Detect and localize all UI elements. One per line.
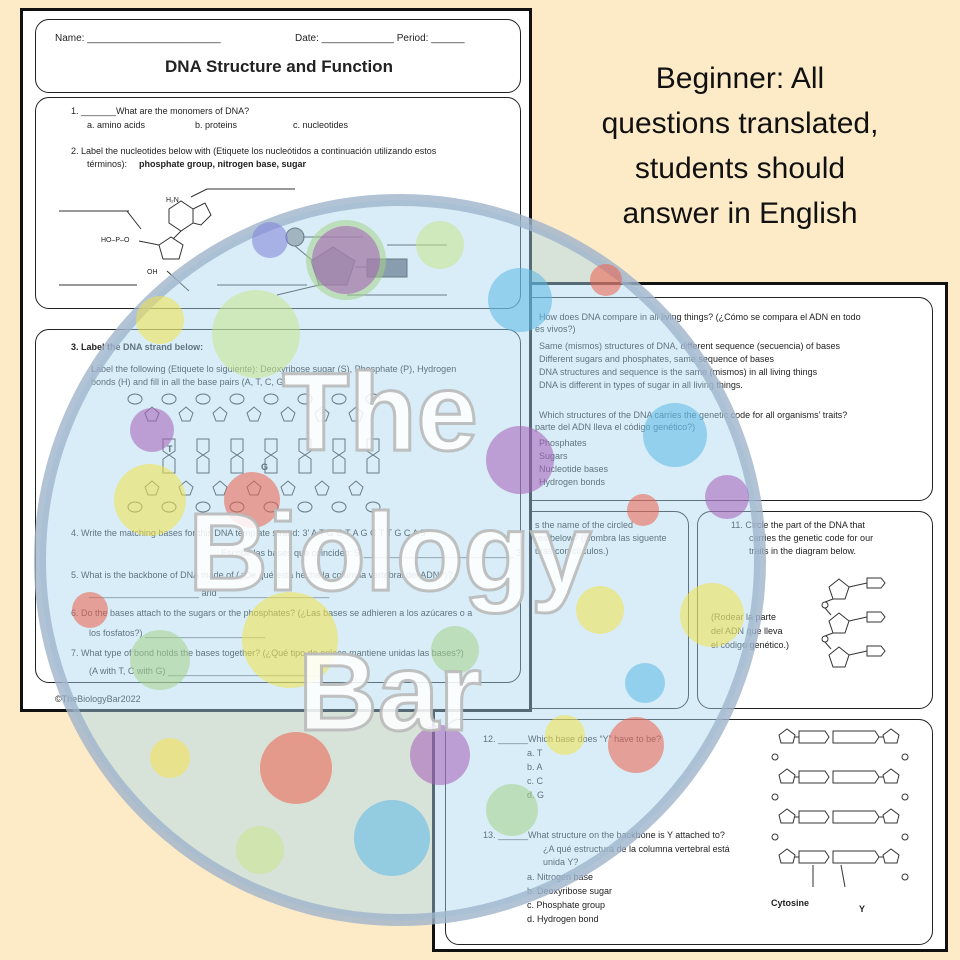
q9-option1: Phosphates (539, 438, 587, 448)
q11-spanish3: el código genético.) (711, 640, 790, 650)
q13-option-c: c. Phosphate group (527, 900, 606, 910)
q9-option4: Hydrogen bonds (539, 477, 606, 487)
q3-dna-strand-diagram (127, 393, 381, 513)
q13-line2: ¿A qué estructura de la columna vertebra… (543, 844, 730, 854)
q13-y-label: Y (859, 904, 866, 914)
q2-line1: 2. Label the nucleotides below with (Eti… (71, 146, 437, 156)
name-label: Name: ________________________ (55, 33, 221, 44)
q7-line1: 7. What type of bond holds the bases tog… (71, 648, 464, 658)
q13-dna-diagram (771, 728, 909, 888)
q12-line1: 12. ______Which base does “Y” have to be… (483, 734, 662, 744)
q12-option-b: b. A (527, 762, 543, 772)
q3-line2: Label the following (Etiquete lo siguien… (91, 364, 457, 374)
q10-line1: s the name of the circled (535, 520, 634, 530)
q11-line2: carries the genetic code for our (749, 533, 874, 543)
q5-line2: ______________________ and _____________… (89, 588, 330, 598)
date-period-label: Date: _____________ Period: ______ (295, 33, 465, 44)
q1-question: 1. _______What are the monomers of DNA? (71, 106, 250, 116)
q1-option-a: a. amino acids (87, 120, 146, 130)
copyright-footer: ©TheBiologyBar2022 (55, 694, 141, 704)
q13-option-b: b. Deoxyribose sugar (527, 886, 613, 896)
q4-line2: Escribe las bases que coinciden: 5’ ____… (221, 548, 524, 558)
q1-option-b: b. proteins (195, 120, 238, 130)
q12-option-a: a. T (527, 748, 543, 758)
q13-option-d: d. Hydrogen bond (527, 914, 599, 924)
q8-option3: DNA structures and sequence is the same … (539, 367, 818, 377)
q4-line1: 4. Write the matching bases for this DNA… (71, 528, 428, 538)
header-box (35, 19, 521, 93)
q3-base-t: T (167, 444, 173, 454)
q11-line3: traits in the diagram below. (749, 546, 857, 556)
q3-line3: bonds (H) and fill in all the base pairs… (91, 377, 289, 387)
q2-nucleotide-diagrams (59, 188, 447, 296)
q11-line1: 11. Circle the part of the DNA that (731, 520, 865, 530)
q11-dna-diagram (821, 577, 886, 668)
q12-option-d: d. G (527, 790, 545, 800)
q9-option2: Sugars (539, 451, 568, 461)
q10-line3: uras con círculos.) (535, 546, 609, 556)
q13-line3: unida Y? (543, 857, 579, 867)
q13-cytosine-label: Cytosine (771, 898, 810, 908)
q8-option4: DNA is different in types of sugar in al… (539, 380, 743, 390)
q2-line2: términos): (87, 159, 128, 169)
promo-line: questions translated, (601, 107, 879, 140)
promo-text: Beginner: All questions translated, stud… (560, 56, 920, 236)
q7-line2: (A with T, C with G) ___________________… (89, 666, 319, 676)
q11-spanish2: del ADN que lleva (711, 626, 783, 636)
q8-option2: Different sugars and phosphates, same se… (539, 354, 774, 364)
q3-base-g: G (261, 462, 269, 472)
q6-line1: 6. Do the bases attach to the sugars or … (71, 608, 473, 618)
promo-line: students should (634, 152, 846, 185)
promo-line: Beginner: All (655, 62, 825, 95)
q5-line1: 5. What is the backbone of DNA made of (… (71, 570, 453, 580)
q13-line1: 13. ______What structure on the backbone… (483, 830, 725, 840)
q1-option-c: c. nucleotides (293, 120, 349, 130)
q13-option-a: a. Nitrogen base (527, 872, 594, 882)
q8-option1: Same (mismos) structures of DNA, differe… (539, 341, 840, 351)
worksheet-title: DNA Structure and Function (165, 57, 393, 76)
q8-line2: es vivos?) (535, 324, 576, 334)
q9-line2: parte del ADN lleva el código genético?) (535, 422, 696, 432)
q6-line2: los fosfatos?) ________________________ (89, 628, 266, 638)
q9-line1: Which structures of the DNA carries the … (539, 410, 848, 420)
q2-terms: phosphate group, nitrogen base, sugar (139, 159, 307, 169)
worksheet-page-1: Name: ________________________ Date: ___… (20, 8, 532, 712)
q8-line1: How does DNA compare in all living thing… (539, 312, 861, 322)
promo-line: answer in English (622, 197, 858, 230)
q3-line1: 3. Label the DNA strand below: (71, 342, 204, 352)
q10-line2: res below? (Nombra las siguente (535, 533, 667, 543)
q12-option-c: c. C (527, 776, 544, 786)
q11-spanish1: (Rodear la parte (711, 612, 777, 622)
q9-option3: Nucleotide bases (539, 464, 609, 474)
